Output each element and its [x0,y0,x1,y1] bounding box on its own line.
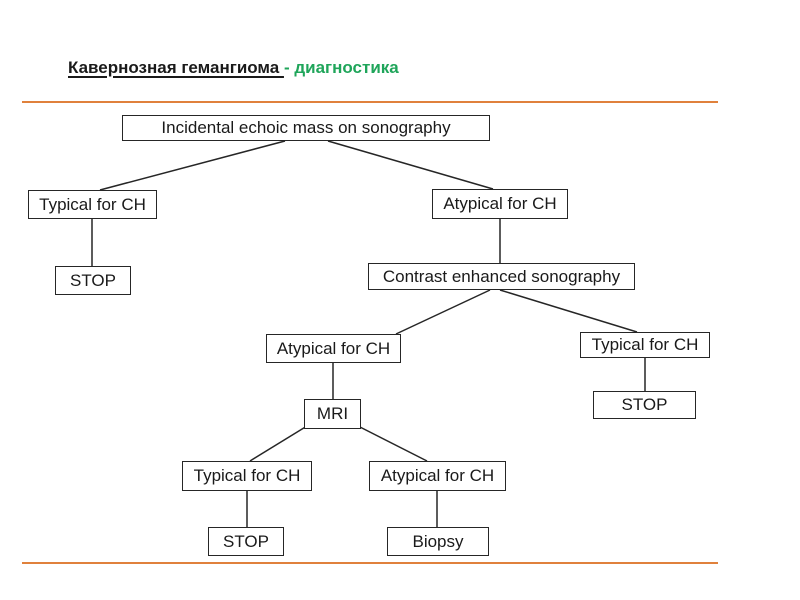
node-incidental-mass: Incidental echoic mass on sonography [122,115,490,141]
node-stop-2: STOP [593,391,696,419]
node-atypical-ch-3: Atypical for CH [369,461,506,491]
page-title: Кавернозная гемангиома - диагностика [68,58,399,78]
node-stop-3: STOP [208,527,284,556]
node-typical-ch-1: Typical for CH [28,190,157,219]
divider-top [22,101,718,103]
title-suffix: - диагностика [283,58,399,77]
node-atypical-ch-2: Atypical for CH [266,334,401,363]
node-stop-1: STOP [55,266,131,295]
node-atypical-ch-1: Atypical for CH [432,189,568,219]
node-typical-ch-2: Typical for CH [580,332,710,358]
title-main: Кавернозная гемангиома [68,58,284,77]
node-biopsy: Biopsy [387,527,489,556]
node-mri: MRI [304,399,361,429]
node-contrast-sonography: Contrast enhanced sonography [368,263,635,290]
node-typical-ch-3: Typical for CH [182,461,312,491]
divider-bottom [22,562,718,564]
